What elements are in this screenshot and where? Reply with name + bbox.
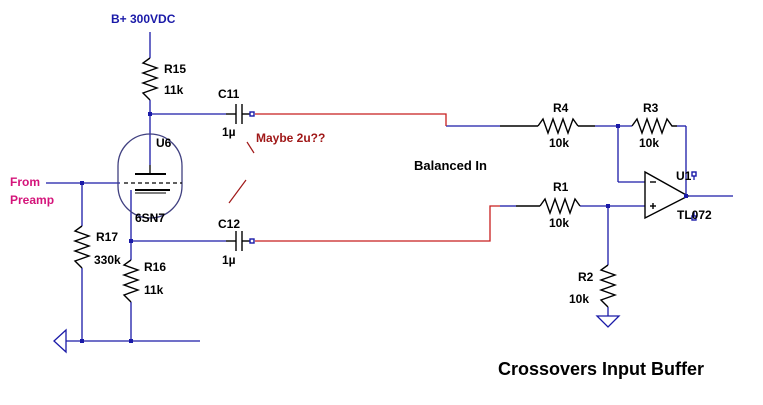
r3-ref: R3 bbox=[643, 101, 659, 115]
r1-value: 10k bbox=[549, 216, 569, 230]
note-pointer-lines bbox=[228, 141, 255, 204]
ground-symbol-left bbox=[53, 328, 67, 354]
signal-wires bbox=[255, 113, 500, 242]
opamp-tl072 bbox=[644, 170, 697, 221]
tube-value: 6SN7 bbox=[135, 211, 165, 225]
resistor-r4 bbox=[537, 116, 579, 136]
r16-ref: R16 bbox=[144, 260, 166, 274]
capacitor-c12 bbox=[226, 231, 255, 251]
resistor-r3 bbox=[631, 116, 677, 136]
ground-symbol-r2 bbox=[595, 315, 621, 328]
wires bbox=[46, 32, 733, 342]
resistor-r1 bbox=[539, 196, 581, 216]
supply-label: B+ 300VDC bbox=[111, 12, 176, 26]
r4-value: 10k bbox=[549, 136, 569, 150]
input-label-line2: Preamp bbox=[10, 193, 54, 207]
r16-value: 11k bbox=[144, 283, 164, 297]
c11-value: 1µ bbox=[222, 125, 236, 139]
tube-ref: U6 bbox=[156, 136, 172, 150]
r4-ref: R4 bbox=[553, 101, 569, 115]
c11-ref: C11 bbox=[218, 87, 240, 101]
r15-ref: R15 bbox=[164, 62, 186, 76]
resistor-r16 bbox=[121, 259, 141, 303]
opamp-value: TL072 bbox=[677, 208, 712, 222]
r17-value: 330k bbox=[94, 253, 121, 267]
junction-nodes bbox=[80, 112, 688, 343]
vacuum-tube-6sn7 bbox=[117, 133, 183, 219]
center-label: Balanced In bbox=[414, 158, 487, 173]
r1-ref: R1 bbox=[553, 180, 569, 194]
c12-ref: C12 bbox=[218, 217, 240, 231]
r2-value: 10k bbox=[569, 292, 589, 306]
resistor-r2 bbox=[598, 264, 618, 308]
note-label: Maybe 2u?? bbox=[256, 131, 325, 145]
resistor-r15 bbox=[140, 57, 160, 101]
diagram-title: Crossovers Input Buffer bbox=[498, 359, 704, 379]
resistor-r17 bbox=[72, 225, 92, 269]
opamp-ref: U1 bbox=[676, 169, 692, 183]
r17-ref: R17 bbox=[96, 230, 118, 244]
input-label-line1: From bbox=[10, 175, 40, 189]
r3-value: 10k bbox=[639, 136, 659, 150]
r2-ref: R2 bbox=[578, 270, 594, 284]
c12-value: 1µ bbox=[222, 253, 236, 267]
capacitor-c11 bbox=[226, 104, 255, 124]
r15-value: 11k bbox=[164, 83, 184, 97]
